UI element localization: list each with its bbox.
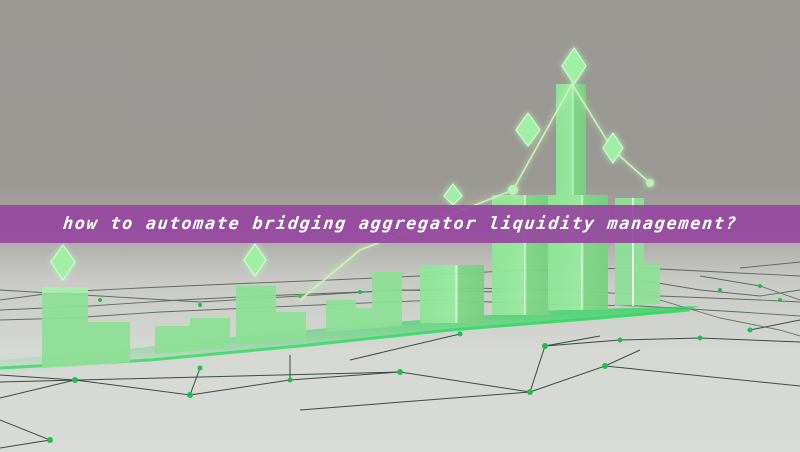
bar-chart-icon (42, 84, 660, 368)
title-banner: how to automate bridging aggregator liqu… (0, 205, 800, 243)
network-node-icon (47, 278, 782, 443)
ethereum-diamond-icon (50, 47, 624, 281)
article-title: how to automate bridging aggregator liqu… (61, 214, 739, 234)
